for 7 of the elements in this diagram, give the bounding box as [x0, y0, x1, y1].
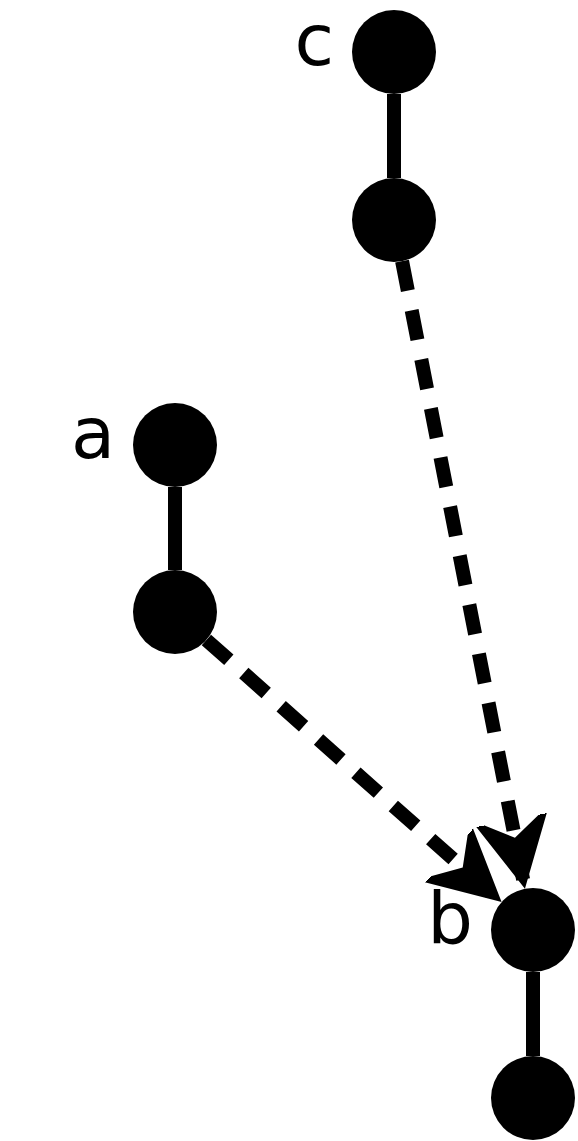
dashed-arrow [395, 259, 550, 891]
node-label: a [70, 397, 115, 469]
connector-line [168, 487, 182, 570]
node-label: c [294, 4, 334, 76]
connector-line [526, 972, 540, 1056]
connector-line [387, 94, 401, 178]
node-label: b [427, 882, 473, 954]
